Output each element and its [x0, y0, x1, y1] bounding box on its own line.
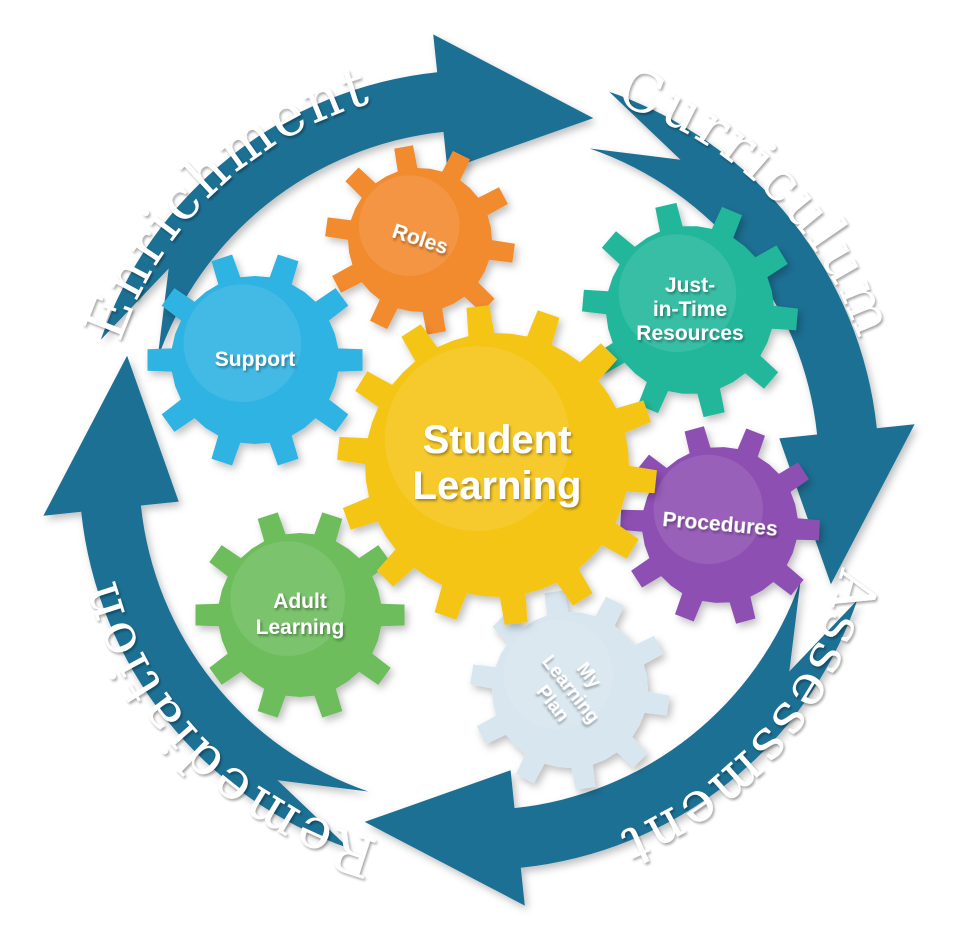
cycle-arrow-remediation	[43, 355, 369, 849]
gear-highlight	[653, 454, 763, 564]
cycle-arrow-enrichment	[100, 34, 594, 360]
gear-highlight	[618, 234, 737, 352]
gear-label-line: Resources	[636, 322, 743, 345]
gear-shape-just-in-time	[582, 202, 798, 418]
gear-support: Support	[147, 254, 363, 466]
gear-highlight	[230, 541, 346, 656]
gear-label-line: Learning	[256, 616, 345, 639]
gear-shape-adult-learning	[195, 512, 405, 718]
gear-highlight	[503, 619, 613, 730]
cycle-arrow-curriculum	[589, 91, 915, 585]
cycle-arrow-assessment	[364, 580, 858, 906]
gear-label-support: Support	[215, 348, 295, 371]
gear-shape-my-learning-plan	[470, 590, 670, 790]
gear-procedures: Procedures	[620, 426, 820, 624]
gear-label-line: Learning	[413, 464, 582, 508]
gear-highlight	[358, 175, 460, 276]
gear-label-line: Support	[215, 348, 295, 371]
gear-highlight	[384, 346, 570, 531]
gear-roles: Roles	[325, 145, 515, 335]
gear-my-learning-plan: MyLearningPlan	[470, 590, 670, 790]
cycle-ring	[43, 34, 915, 906]
gear-label-line: Adult	[273, 590, 327, 613]
gear-shape-roles	[325, 145, 515, 335]
gear-label-line: Student	[423, 418, 572, 462]
gear-label-line: Just-	[665, 274, 715, 297]
gear-shape-procedures	[620, 426, 820, 624]
gear-highlight	[183, 284, 302, 403]
gear-label-line: in-Time	[653, 298, 727, 321]
gear-shape-center	[337, 305, 657, 625]
gear-shape-support	[147, 254, 363, 466]
